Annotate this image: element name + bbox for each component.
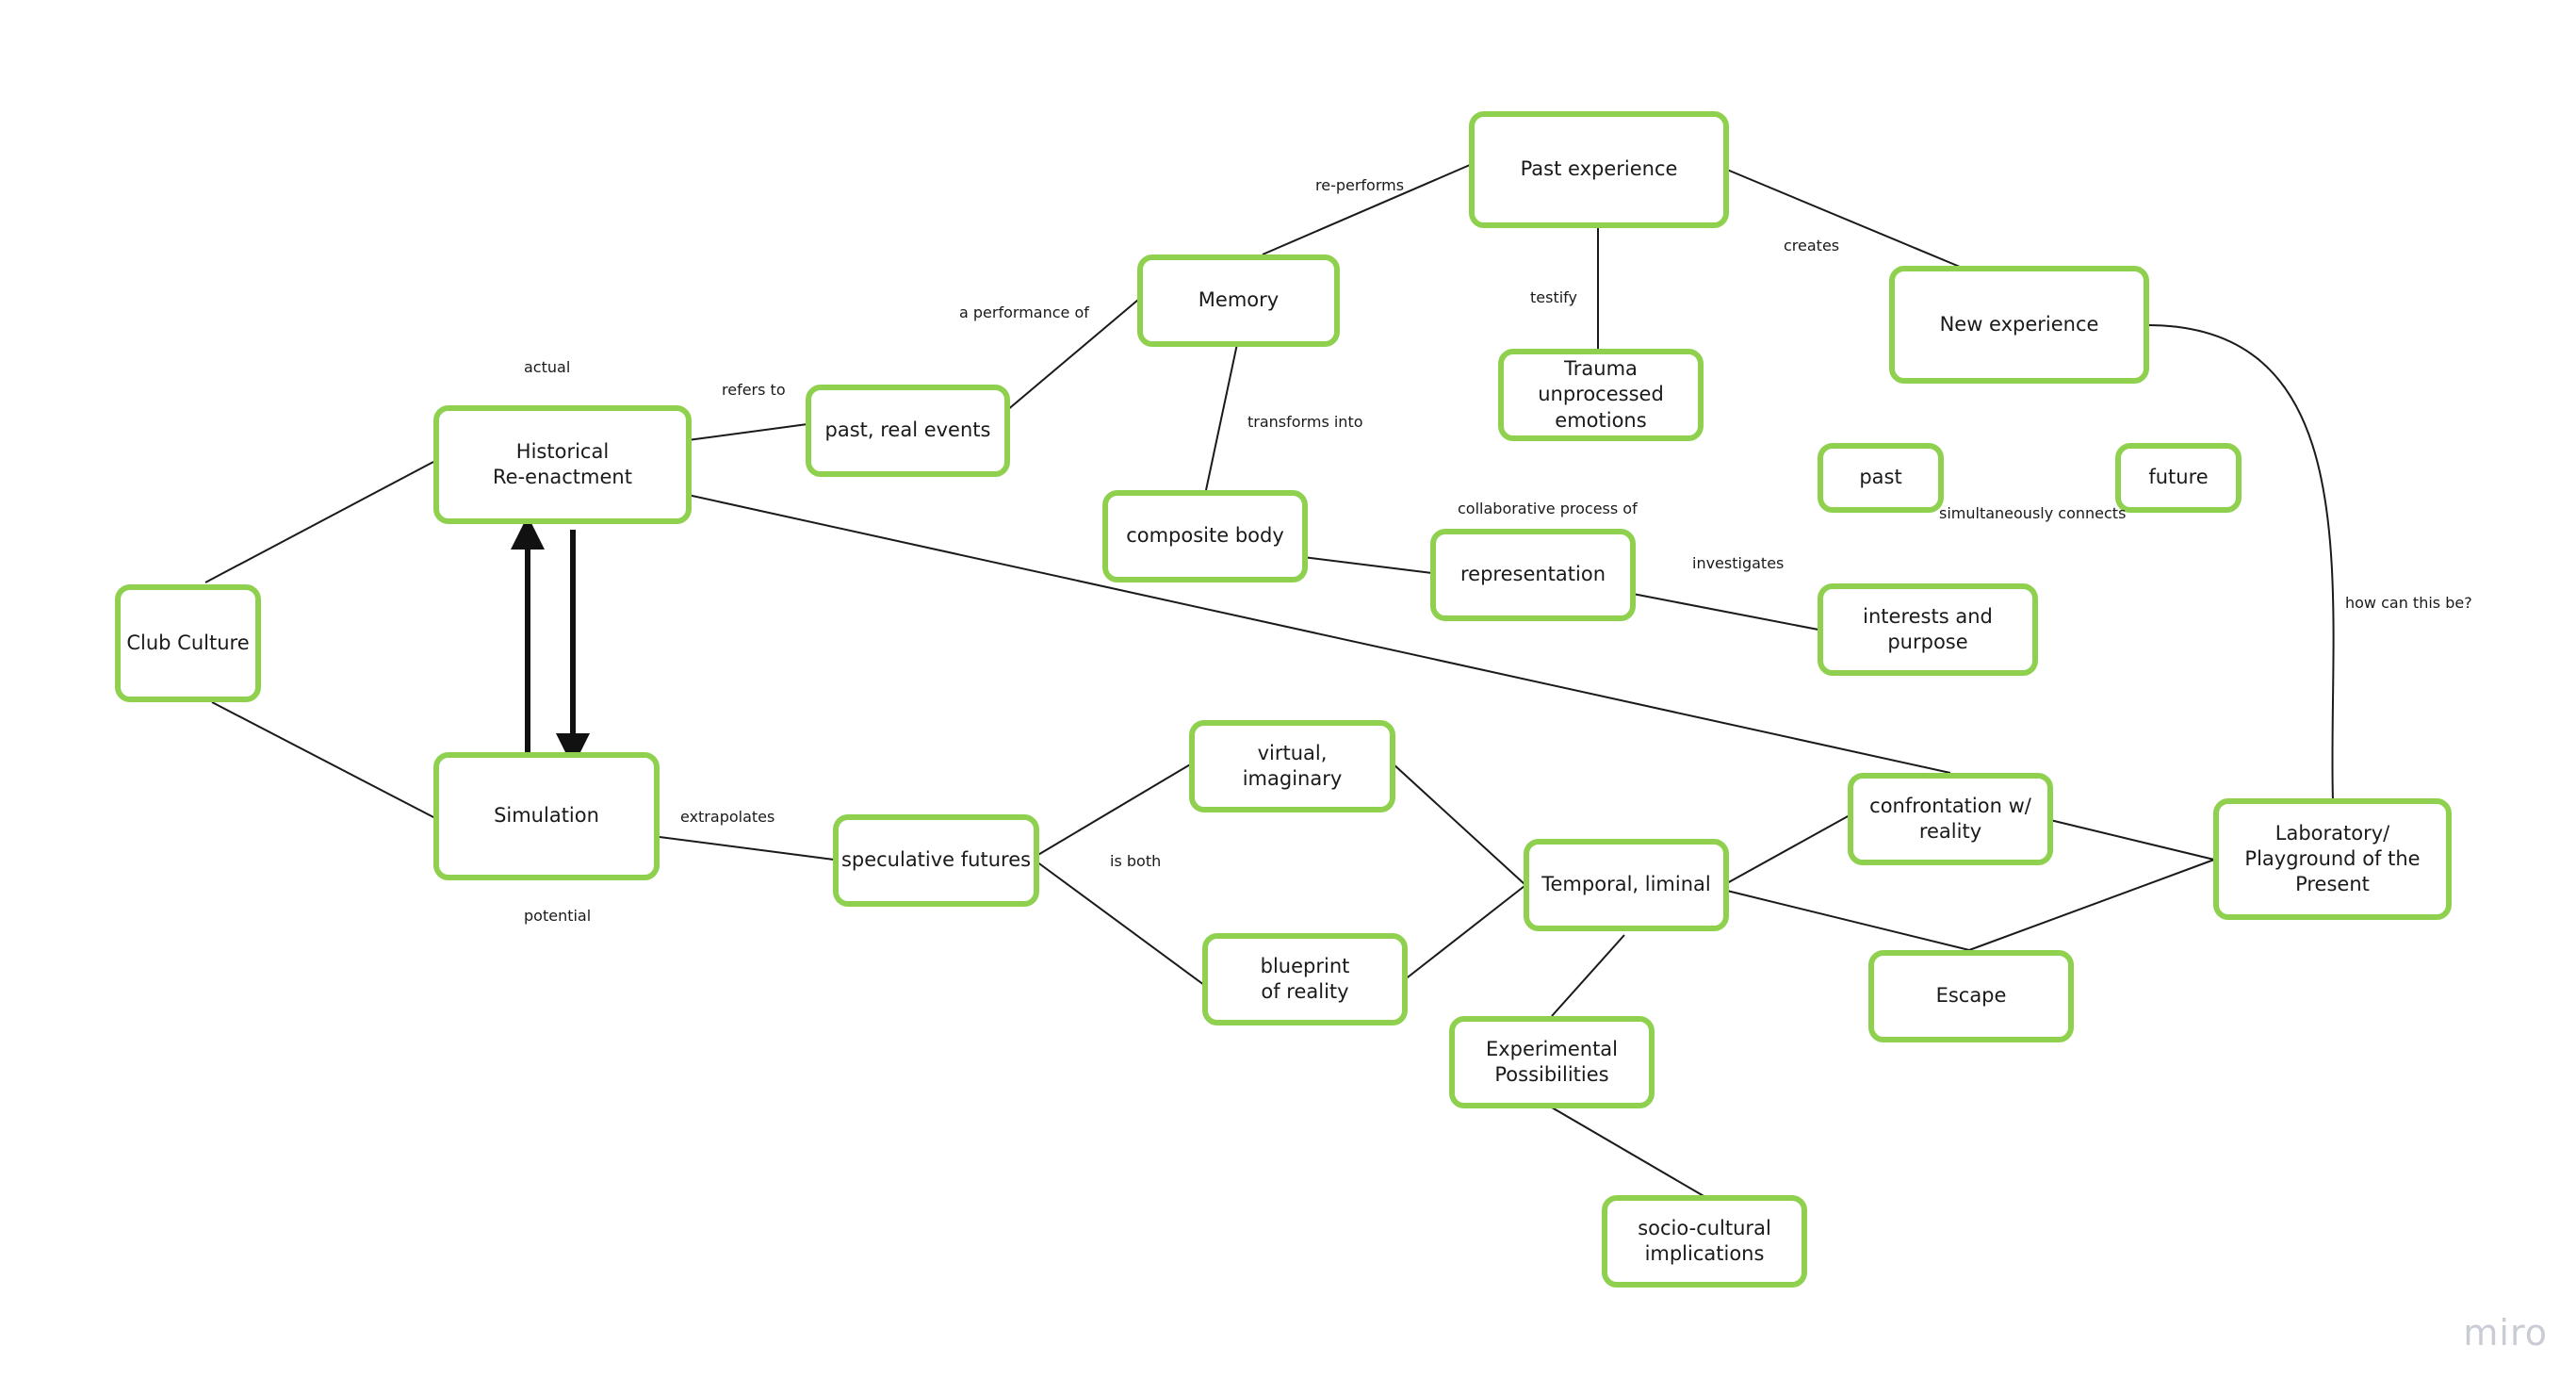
edge-virtual-temporal[interactable] xyxy=(1392,763,1525,885)
edge-past-events-memory[interactable] xyxy=(1005,299,1139,412)
node-experimental-possibilities[interactable]: Experimental Possibilities xyxy=(1449,1016,1655,1108)
edge-experimental-sociocultural[interactable] xyxy=(1551,1107,1706,1198)
node-interests-and-purpose[interactable]: interests and purpose xyxy=(1818,583,2038,676)
label-investigates: investigates xyxy=(1692,554,1785,572)
label-transforms-into: transforms into xyxy=(1247,413,1363,431)
edge-escape-laboratory[interactable] xyxy=(1968,859,2215,951)
edge-temporal-experimental[interactable] xyxy=(1551,934,1625,1017)
edge-club-culture-historical[interactable] xyxy=(204,461,434,583)
edge-representation-interests[interactable] xyxy=(1632,593,1819,631)
label-testify: testify xyxy=(1530,288,1577,306)
edge-memory-past-experience[interactable] xyxy=(1262,164,1471,255)
edge-memory-composite-body[interactable] xyxy=(1205,343,1238,491)
node-composite-body[interactable]: composite body xyxy=(1102,490,1308,582)
label-creates: creates xyxy=(1784,237,1840,254)
node-past-experience[interactable]: Past experience xyxy=(1469,111,1729,228)
label-simultaneously-connects: simultaneously connects xyxy=(1939,504,2127,522)
edge-temporal-escape[interactable] xyxy=(1726,890,1970,951)
edge-temporal-confrontation[interactable] xyxy=(1726,814,1850,884)
node-confrontation-reality[interactable]: confrontation w/ reality xyxy=(1848,773,2053,865)
node-temporal-liminal[interactable]: Temporal, liminal xyxy=(1524,839,1729,931)
node-escape[interactable]: Escape xyxy=(1868,950,2074,1042)
node-historical-reenactment[interactable]: Historical Re-enactment xyxy=(433,405,692,524)
label-collaborative-process-of: collaborative process of xyxy=(1458,500,1638,517)
node-laboratory[interactable]: Laboratory/ Playground of the Present xyxy=(2213,798,2452,920)
node-club-culture[interactable]: Club Culture xyxy=(115,584,261,702)
node-simulation[interactable]: Simulation xyxy=(433,752,660,880)
node-future[interactable]: future xyxy=(2115,443,2242,513)
label-actual: actual xyxy=(524,358,571,376)
edge-historical-confrontation[interactable] xyxy=(687,494,1951,774)
edge-speculative-virtual[interactable] xyxy=(1035,763,1193,857)
label-a-performance-of: a performance of xyxy=(959,303,1089,321)
edge-composite-body-representation[interactable] xyxy=(1302,556,1433,574)
label-how-can-this-be: how can this be? xyxy=(2345,594,2472,612)
node-past[interactable]: past xyxy=(1818,443,1944,513)
miro-watermark: miro xyxy=(2463,1312,2548,1353)
node-socio-cultural-implications[interactable]: socio-cultural implications xyxy=(1602,1195,1807,1288)
edge-confrontation-laboratory[interactable] xyxy=(2049,819,2215,861)
node-speculative-futures[interactable]: speculative futures xyxy=(833,814,1039,907)
node-trauma[interactable]: Trauma unprocessed emotions xyxy=(1498,349,1704,441)
label-extrapolates: extrapolates xyxy=(680,808,775,826)
node-representation[interactable]: representation xyxy=(1430,529,1636,621)
node-blueprint-of-reality[interactable]: blueprint of reality xyxy=(1202,933,1408,1025)
edge-speculative-blueprint[interactable] xyxy=(1035,861,1205,986)
edge-simulation-speculative[interactable] xyxy=(659,836,835,861)
edge-new-experience-laboratory[interactable] xyxy=(2147,324,2335,802)
edge-historical-past-events[interactable] xyxy=(687,423,808,441)
label-potential: potential xyxy=(524,907,592,925)
label-is-both: is both xyxy=(1110,852,1162,870)
node-new-experience[interactable]: New experience xyxy=(1889,266,2149,384)
node-memory[interactable]: Memory xyxy=(1137,254,1340,347)
edge-club-culture-simulation[interactable] xyxy=(211,701,436,819)
edge-past-experience-new-experience[interactable] xyxy=(1726,169,1961,268)
label-refers-to: refers to xyxy=(722,381,786,399)
edge-blueprint-temporal[interactable] xyxy=(1403,885,1525,981)
node-past-real-events[interactable]: past, real events xyxy=(806,385,1010,477)
node-virtual-imaginary[interactable]: virtual, imaginary xyxy=(1189,720,1395,812)
label-re-performs: re-performs xyxy=(1315,176,1405,194)
